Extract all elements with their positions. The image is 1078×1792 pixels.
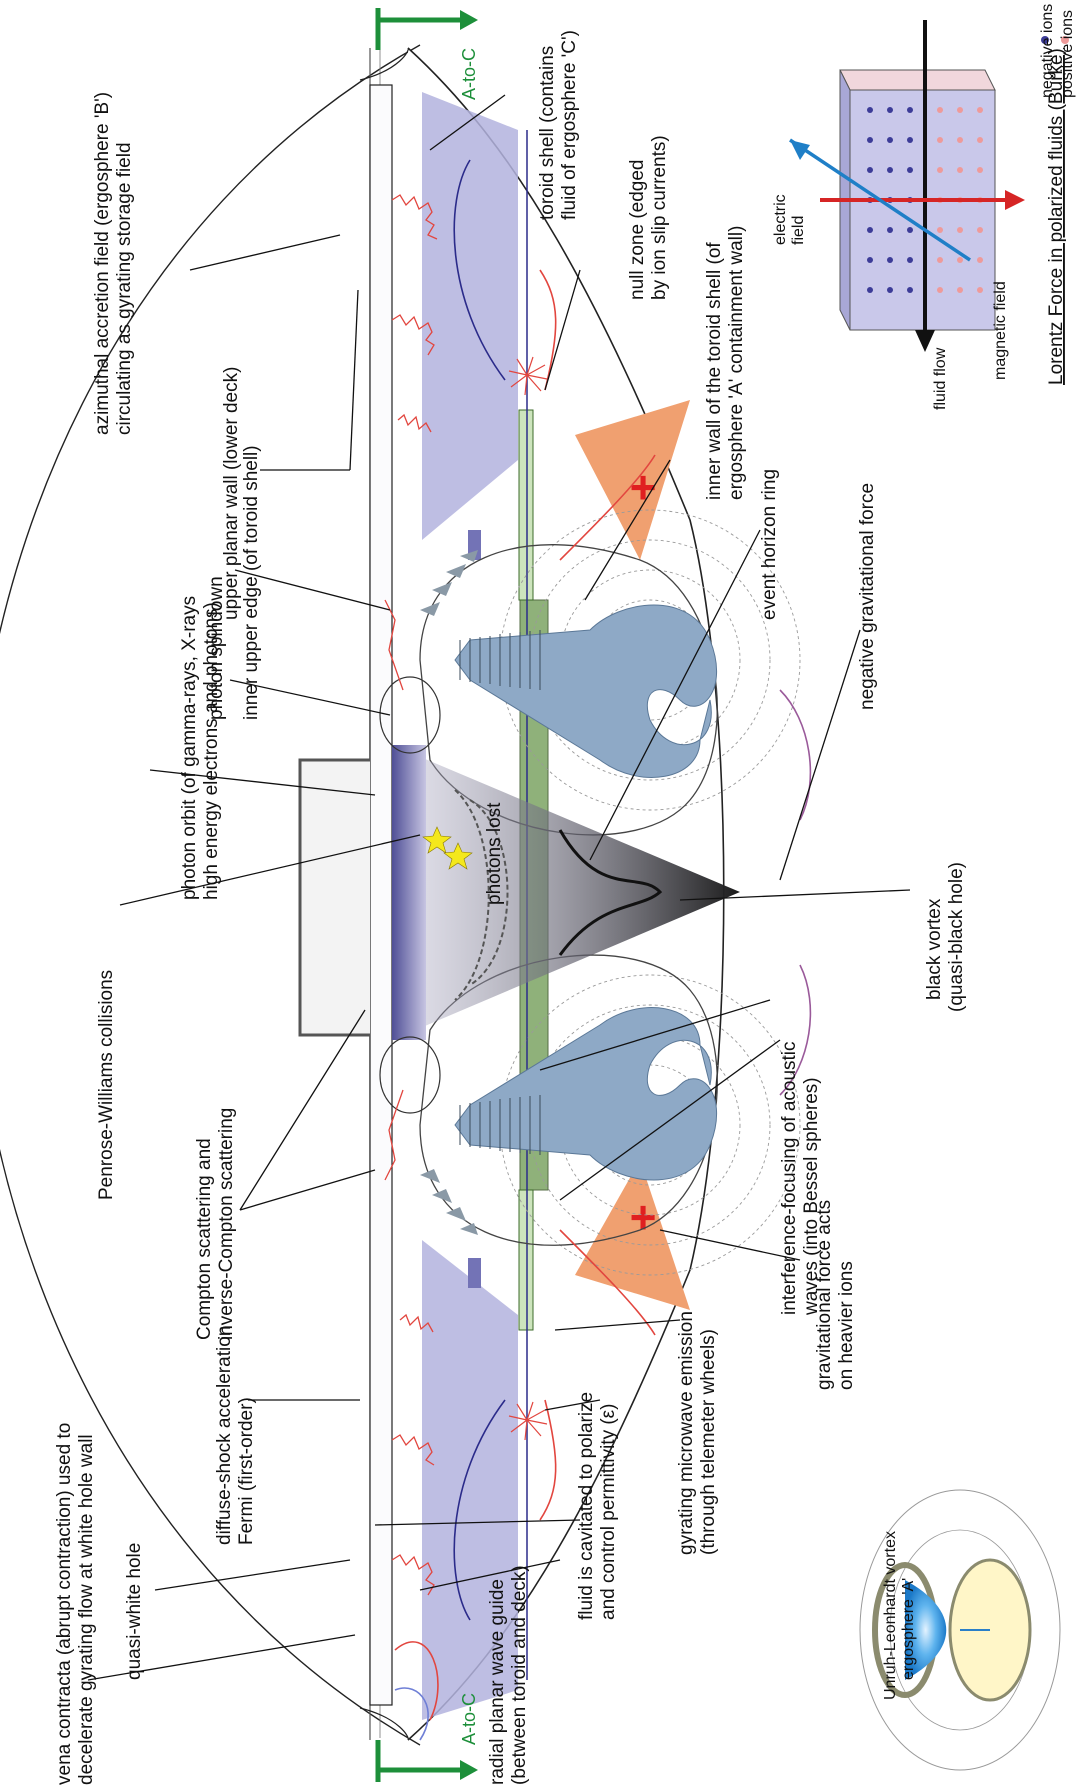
label-diffuse-shock-line2: Fermi (first-order) (236, 1397, 257, 1545)
legend-negative-ions: negative ions (1039, 4, 1056, 98)
label-upper-planar-wall: upper planar wall (lower deck) (221, 367, 242, 620)
label-photon-orbit-line1: photon orbit (of gamma-rays, X-rays (179, 596, 200, 900)
label-photon-spindown: photon spindown (206, 576, 227, 720)
label-vena-contracta-line1: vena contracta (abrupt contraction) used… (54, 1423, 75, 1785)
label-microwave-line2: (through telemeter wheels) (698, 1329, 719, 1555)
leader-lines (87, 94, 911, 1681)
label-azimuthal-line2: circulating as gyrating storage field (114, 142, 135, 435)
labels: vena contracta (abrupt contraction) used… (54, 30, 967, 1785)
label-interference: interference-focusing of acoustic waves … (779, 1036, 822, 1316)
gravity-arrows (779, 689, 812, 1096)
label-null-zone-line2: by ion slip currents) (649, 135, 670, 300)
collision-stars (422, 826, 473, 870)
label-event-horizon: event horizon ring (759, 469, 780, 620)
label-electric-field: electric field (772, 190, 807, 245)
label-photon-orbit: photon orbit (of gamma-rays, X-rays high… (179, 591, 222, 900)
legend-positive-ions: positive ions (1059, 10, 1076, 98)
label-fluid-cavitated-line1: fluid is cavitated to polarize (576, 1392, 597, 1620)
black-vortex (392, 745, 740, 1040)
label-interference-line1: interference-focusing of acoustic (779, 1041, 800, 1315)
label-black-vortex-line1: black vortex (924, 898, 945, 1000)
label-penrose-williams: Penrose-Williams collisions (96, 970, 117, 1200)
label-toroid-shell-line2: fluid of ergosphere 'C') (559, 30, 580, 220)
label-vena-contracta: vena contracta (abrupt contraction) used… (54, 1417, 97, 1785)
label-grav-heavier-line1: gravitational force acts (814, 1200, 835, 1390)
red-particle-field (384, 194, 438, 1596)
label-radial-waveguide: radial planar wave guide (between toroid… (487, 1565, 530, 1785)
label-inner-wall-line1: inner wall of the toroid shell (of (704, 242, 725, 500)
label-inner-upper-edge: inner upper edge (of toroid shell) (241, 445, 262, 720)
label-negative-grav: negative gravitational force (857, 483, 878, 710)
label-magnetic-field: magnetic field (992, 281, 1009, 380)
wave-guide-bottom (422, 1240, 518, 1720)
a-to-c-label-bottom: A-to-C (459, 1693, 479, 1745)
label-vena-contracta-line2: decelerate gyrating flow at white hole w… (76, 1434, 97, 1785)
central-bulge (298, 758, 370, 1037)
label-microwave-line1: gyrating microwave emission (676, 1311, 697, 1555)
label-compton-line2: inverse-Compton scattering (216, 1108, 237, 1340)
label-null-zone-line1: null zone (edged (627, 160, 648, 301)
grey-chevrons (420, 550, 478, 1235)
label-azimuthal-line1: azimuthal accretion field (ergosphere 'B… (92, 92, 113, 435)
label-toroid-shell-line1: toroid shell (contains (537, 46, 558, 220)
label-compton: Compton scattering and inverse-Compton s… (194, 1108, 237, 1340)
label-azimuthal-accretion: azimuthal accretion field (ergosphere 'B… (92, 87, 135, 435)
a-to-c-arrows: A-to-C A-to-C (375, 8, 479, 1782)
label-radial-waveguide-line1: radial planar wave guide (487, 1579, 508, 1785)
label-inner-wall-line2: ergosphere 'A' containment wall) (726, 226, 747, 500)
label-inner-wall: inner wall of the toroid shell (of ergos… (704, 226, 747, 500)
label-black-vortex-line2: (quasi-black hole) (946, 862, 967, 1012)
label-microwave: gyrating microwave emission (through tel… (676, 1306, 719, 1555)
label-fluid-cavitated: fluid is cavitated to polarize and contr… (576, 1387, 619, 1620)
bessel-sphere-bottom (454, 1007, 718, 1181)
label-grav-heavier-line2: on heavier ions (836, 1261, 857, 1390)
label-radial-waveguide-line2: (between toroid and deck) (509, 1565, 530, 1785)
null-zone-bursts (508, 356, 548, 1441)
label-fluid-flow: fluid flow (932, 347, 949, 410)
label-unruh-leonhardt: Unruh-Leonhardt vortex ergosphere 'A' (882, 1527, 917, 1700)
label-diffuse-shock: diffuse-shock acceleration Fermi (first-… (214, 1320, 257, 1545)
label-photon-orbit-line2: high energy electrons and photons) (201, 602, 222, 900)
label-toroid-shell: toroid shell (contains fluid of ergosphe… (537, 30, 580, 220)
label-unruh-line2: ergosphere 'A' (900, 1578, 917, 1680)
inset-vortex: Unruh-Leonhardt vortex ergosphere 'A' (859, 1489, 1061, 1771)
photon-orbit (379, 676, 441, 1114)
outer-hull (0, 44, 421, 1746)
inset-lorentz: negative ions positive ions electric fie… (772, 4, 1076, 410)
label-quasi-white-hole: quasi-white hole (124, 1543, 145, 1680)
label-black-vortex: black vortex (quasi-black hole) (924, 862, 967, 1012)
label-electric-field-line1: electric (772, 194, 789, 245)
inset-lorentz-title: Lorentz Force in polarized fluids (Burke… (1046, 48, 1067, 385)
toroid-wedge-top: + (575, 400, 690, 560)
label-electric-field-line2: field (790, 216, 807, 245)
label-interference-line2: waves (into Bessel spheres) (801, 1077, 822, 1316)
toroid-wedge-bottom: + (575, 1160, 690, 1310)
upper-planar-wall (369, 84, 393, 1706)
label-compton-line1: Compton scattering and (194, 1138, 215, 1340)
a-to-c-label-top: A-to-C (459, 48, 479, 100)
plus-marker-bottom: + (630, 1191, 657, 1243)
label-null-zone: null zone (edged by ion slip currents) (627, 135, 670, 300)
flow-arrows (394, 159, 656, 1741)
label-fluid-cavitated-line2: and control permittivity (ε) (598, 1404, 619, 1620)
label-photons-lost: photons lost (484, 802, 505, 905)
label-grav-heavier: gravitational force acts on heavier ions (814, 1195, 857, 1390)
bessel-sphere-top (454, 604, 718, 778)
label-diffuse-shock-line1: diffuse-shock acceleration (214, 1326, 235, 1545)
label-unruh-line1: Unruh-Leonhardt vortex (882, 1531, 899, 1700)
